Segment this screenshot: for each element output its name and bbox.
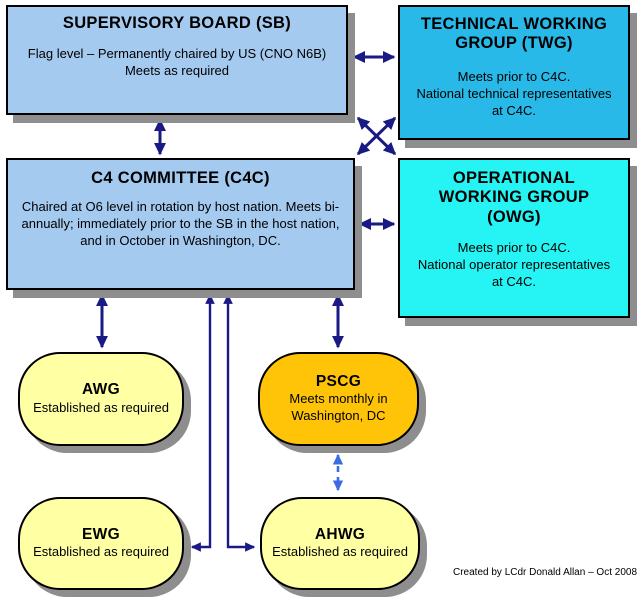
ewg-title: EWG <box>82 525 120 543</box>
node-supervisory-board: SUPERVISORY BOARD (SB) Flag level – Perm… <box>6 5 348 115</box>
arrow-c4c-ahwg-elbow <box>223 293 256 552</box>
sb-title: SUPERVISORY BOARD (SB) <box>62 14 292 32</box>
twg-body: Meets prior to C4C. National technical r… <box>416 68 612 118</box>
node-ewg: EWG Established as required <box>18 497 184 590</box>
node-c4-committee: C4 COMMITTEE (C4C) Chaired at O6 level i… <box>6 158 355 290</box>
node-ahwg: AHWG Established as required <box>260 497 420 590</box>
arrow-c4c-ewg-elbow <box>190 293 215 552</box>
c4c-body: Chaired at O6 level in rotation by host … <box>21 199 340 249</box>
node-technical-working-group: TECHNICAL WORKING GROUP (TWG) Meets prio… <box>398 5 630 140</box>
ewg-body: Established as required <box>33 544 169 560</box>
node-awg: AWG Established as required <box>18 352 184 446</box>
sb-body: Flag level – Permanently chaired by US (… <box>27 46 327 79</box>
pscg-title: PSCG <box>315 372 362 390</box>
ahwg-title: AHWG <box>314 525 366 543</box>
node-pscg: PSCG Meets monthly in Washington, DC <box>258 352 419 446</box>
owg-title: OPERATIONAL WORKING GROUP (OWG) <box>438 169 590 226</box>
ahwg-body: Established as required <box>272 544 408 560</box>
twg-title: TECHNICAL WORKING GROUP (TWG) <box>420 15 608 53</box>
arrow-sb-owg-diagonal <box>356 116 397 156</box>
awg-body: Established as required <box>33 399 169 415</box>
owg-body: Meets prior to C4C. National operator re… <box>417 240 611 290</box>
credit-text: Created by LCdr Donald Allan – Oct 2008 <box>453 567 637 578</box>
c4c-title: C4 COMMITTEE (C4C) <box>91 169 270 187</box>
arrow-twg-c4c-diagonal <box>356 116 397 156</box>
pscg-body: Meets monthly in Washington, DC <box>289 391 388 424</box>
node-operational-working-group: OPERATIONAL WORKING GROUP (OWG) Meets pr… <box>398 158 630 318</box>
awg-title: AWG <box>82 381 120 399</box>
